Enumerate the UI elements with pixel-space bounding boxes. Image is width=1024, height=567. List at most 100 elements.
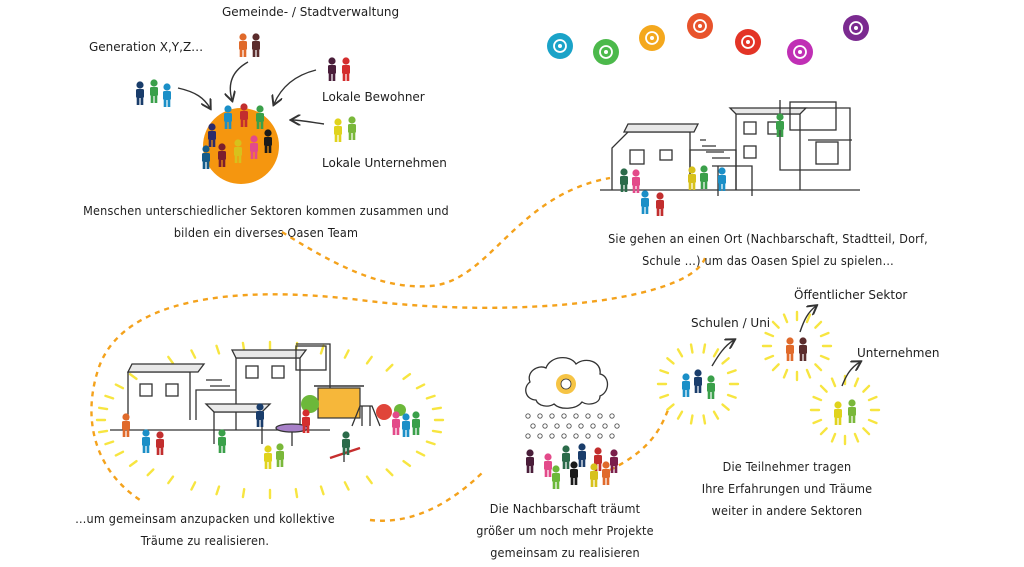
kiosk xyxy=(317,387,361,419)
glow-ray xyxy=(415,383,426,390)
caption-carry-line1: Die Teilnehmer tragen xyxy=(722,459,852,474)
playground xyxy=(204,403,381,462)
glow-ray xyxy=(114,450,125,457)
raindrop xyxy=(537,433,543,439)
dream-cloud xyxy=(525,357,609,409)
raindrop xyxy=(614,423,620,429)
glow-ray xyxy=(385,468,394,477)
glow-ray xyxy=(726,393,737,399)
generation-people xyxy=(136,79,171,107)
glow-ray xyxy=(812,395,823,402)
caption-action: …um gemeinsam anzupacken und kollektive … xyxy=(40,508,370,552)
glow-ray xyxy=(659,393,670,399)
glow-ray xyxy=(190,349,197,359)
raindrop xyxy=(573,433,579,439)
people-icon xyxy=(787,39,813,65)
eye-icon xyxy=(547,33,573,59)
raindrop xyxy=(542,423,548,429)
caption-place-line2: Schule …) um das Oasen Spiel zu spielen… xyxy=(642,253,894,268)
glow-ray xyxy=(241,487,246,499)
glow-ray xyxy=(104,394,115,400)
sun-icon xyxy=(639,25,665,51)
raindrop xyxy=(549,433,555,439)
caption-carry-line2: Ihre Erfahrungen und Träume xyxy=(701,481,873,496)
caption-dream-line2: größer um noch mehr Projekte xyxy=(476,523,654,538)
glow-ray xyxy=(689,414,694,425)
raindrop xyxy=(561,433,567,439)
glow-ray xyxy=(402,372,412,381)
label-companies: Unternehmen xyxy=(857,346,940,360)
caption-team-line2: bilden ein diverses Oasen Team xyxy=(173,225,359,240)
glow-ray xyxy=(819,384,828,393)
glow-ray xyxy=(712,348,720,358)
glow-ray xyxy=(365,355,373,365)
caption-team-line1: Menschen unterschiedlicher Sektoren komm… xyxy=(83,203,449,218)
glow-ray xyxy=(689,343,694,354)
dashed-path xyxy=(281,176,611,288)
glow-ray xyxy=(666,357,675,365)
glow-ray xyxy=(415,450,426,457)
glow-ray xyxy=(97,429,109,434)
glow-ray xyxy=(819,354,830,361)
glow-ray xyxy=(702,414,707,425)
glow-ray xyxy=(805,313,812,324)
raindrop xyxy=(585,433,591,439)
glow-ray xyxy=(676,410,684,420)
caption-dream-line3: gemeinsam zu realisieren xyxy=(490,545,640,560)
glow-ray xyxy=(425,394,436,400)
glow-ray xyxy=(862,427,871,436)
glow-ray xyxy=(814,320,823,329)
glow-ray xyxy=(819,427,828,436)
glow-ray xyxy=(830,377,837,388)
caption-action-line2: Träume zu realisieren. xyxy=(140,533,270,548)
cycle-icon xyxy=(843,15,869,41)
municipality-people xyxy=(239,33,260,57)
raindrop xyxy=(578,423,584,429)
glow-ray xyxy=(764,354,775,361)
label-public-sector: Öffentlicher Sektor xyxy=(794,288,908,302)
glow-ray xyxy=(146,468,155,477)
glow-ray xyxy=(830,432,837,443)
glow-ray xyxy=(867,395,878,402)
team-blob xyxy=(203,108,279,184)
glow-ray xyxy=(167,475,175,485)
glow-ray xyxy=(721,403,730,411)
caption-place: Sie gehen an einen Ort (Nachbarschaft, S… xyxy=(568,228,968,272)
glow-ray xyxy=(702,343,707,354)
glow-ray xyxy=(294,487,299,499)
glow-ray xyxy=(114,383,125,390)
raindrop xyxy=(602,423,608,429)
trees xyxy=(301,395,406,420)
caption-carry: Die Teilnehmer tragen Ihre Erfahrungen u… xyxy=(680,456,894,522)
glow-ray xyxy=(402,459,412,468)
raindrop xyxy=(549,413,555,419)
caption-place-line1: Sie gehen an einen Ort (Nachbarschaft, S… xyxy=(608,231,928,246)
glow-ray xyxy=(128,459,138,468)
raindrop xyxy=(597,413,603,419)
glow-ray xyxy=(343,481,350,491)
raindrop xyxy=(609,433,615,439)
glow-ray xyxy=(97,406,109,411)
glow-ray xyxy=(782,313,789,324)
sector-people xyxy=(682,337,856,425)
glow-ray xyxy=(128,372,138,381)
caption-action-line1: …um gemeinsam anzupacken und kollektive xyxy=(75,511,335,526)
raindrop xyxy=(566,423,572,429)
glow-ray xyxy=(666,403,675,411)
glow-ray xyxy=(215,344,221,355)
raindrop xyxy=(597,433,603,439)
glow-ray xyxy=(771,363,780,372)
glow-ray xyxy=(167,355,175,365)
caption-team: Menschen unterschiedlicher Sektoren komm… xyxy=(48,200,484,244)
raindrop xyxy=(537,413,543,419)
glow-ray xyxy=(853,377,860,388)
glow-ray xyxy=(676,348,684,358)
glow-ray xyxy=(764,331,775,338)
glow-ray xyxy=(431,406,443,411)
raindrop xyxy=(585,413,591,419)
caption-carry-line3: weiter in andere Sektoren xyxy=(711,503,863,518)
glow-ray xyxy=(431,429,443,434)
glow-ray xyxy=(190,481,197,491)
glow-ray xyxy=(726,369,737,375)
glow-ray xyxy=(721,357,730,365)
